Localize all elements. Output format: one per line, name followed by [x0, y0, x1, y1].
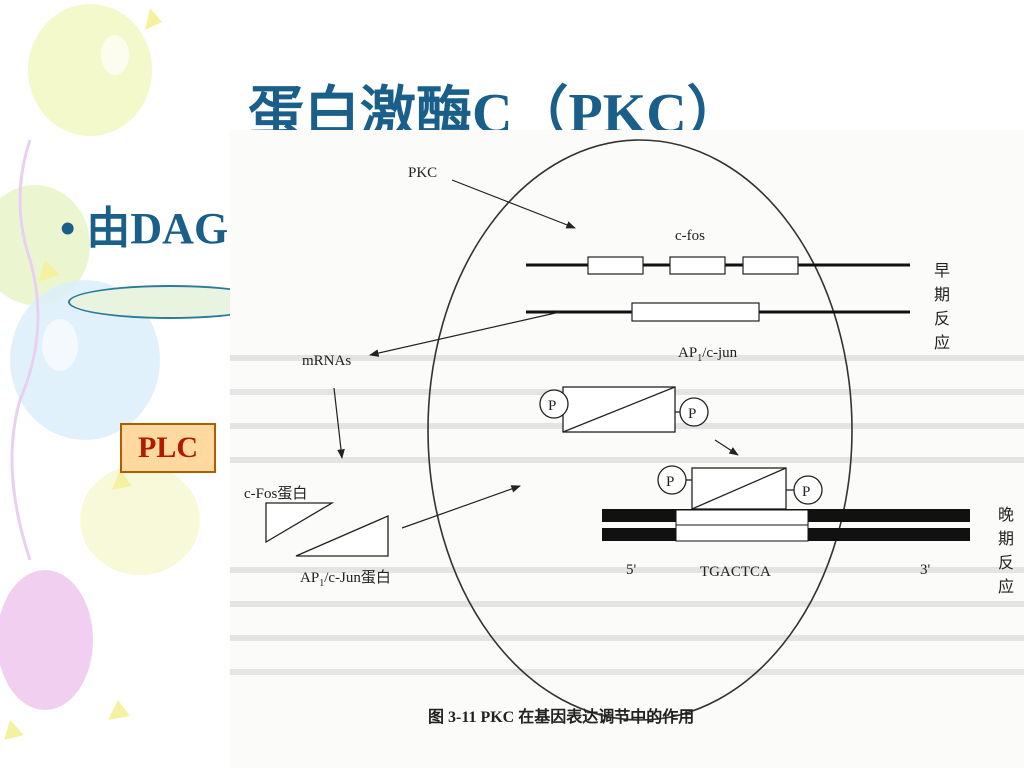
early-response-label: 早 期 反 应 [934, 263, 950, 352]
purple-balloon [0, 570, 93, 710]
star-decoration [112, 470, 132, 490]
cfos-exon [742, 256, 799, 275]
yellow-balloon-shine [101, 35, 129, 75]
slide-title: 蛋白激酶C（PKC） [248, 83, 743, 130]
early-char: 应 [934, 333, 950, 352]
binding-arrow [714, 439, 739, 456]
cfos-label: c-fos [675, 228, 705, 244]
translation-arrow [333, 387, 345, 459]
five-prime-label: 5' [626, 562, 637, 578]
mrnas-label: mRNAs [302, 353, 351, 369]
star-decoration [38, 260, 60, 282]
cjun-exon [631, 302, 760, 322]
cfos-exon [587, 256, 644, 275]
early-char: 反 [934, 310, 950, 328]
cfos-protein-shape [265, 502, 335, 544]
dimer-divider [691, 467, 787, 510]
pkc-label: PKC [408, 165, 437, 181]
figure-caption: 图 3-11 PKC 在基因表达调节中的作用 [428, 707, 694, 726]
phosphate-circle [793, 475, 823, 505]
bullet-point: • 由DAG [60, 192, 230, 256]
star-decoration [108, 700, 130, 720]
star-decoration [4, 720, 24, 740]
late-char: 晚 [998, 506, 1014, 524]
nucleus-circle [427, 139, 853, 721]
cjun-protein-shape [295, 515, 389, 557]
three-prime-label: 3' [920, 562, 931, 578]
faint-scan-lines [230, 355, 1024, 675]
early-char: 早 [934, 263, 950, 280]
bullet-marker: • [60, 204, 76, 253]
figure-background [230, 130, 1024, 768]
blue-balloon [10, 280, 160, 440]
phosphate-label: P [688, 406, 696, 422]
balloon-string [10, 139, 40, 561]
dimer-arrow [401, 485, 521, 529]
phosphate-label: P [666, 474, 674, 490]
phosphate-circle [657, 465, 687, 495]
green-balloon [0, 185, 90, 305]
mrna-arrow [369, 311, 561, 357]
dimer-divider [562, 386, 676, 433]
phosphate-label: P [548, 398, 556, 414]
late-char: 反 [998, 554, 1014, 572]
cfos-exon [669, 256, 726, 275]
early-char: 期 [934, 286, 950, 304]
tgactca-label: TGACTCA [700, 564, 771, 580]
pkc-gene-expression-figure: PKC c-fos AP1/c-jun 早 期 反 应 mRNAs c-Fos蛋… [230, 130, 1024, 768]
blue-balloon-shine [42, 319, 78, 371]
late-char: 期 [998, 530, 1014, 548]
pkc-arrow [451, 179, 576, 229]
late-response-label: 晚 期 反 应 [998, 506, 1014, 596]
cfos-protein-label: c-Fos蛋白 [244, 485, 307, 502]
bullet-text: 由DAG [86, 204, 229, 253]
phosphate-circle [539, 389, 569, 419]
yellow-balloon-bottom [80, 465, 200, 575]
star-decoration [145, 8, 162, 30]
phosphate-label: P [802, 484, 810, 500]
ap1-cjun-protein-label: AP1/c-Jun蛋白 [300, 569, 391, 589]
ap1-cjun-label: AP1/c-jun [678, 345, 738, 364]
plc-box: PLC [120, 423, 216, 473]
yellow-balloon [28, 4, 152, 136]
phosphate-circle [679, 397, 709, 427]
late-char: 应 [998, 577, 1014, 596]
